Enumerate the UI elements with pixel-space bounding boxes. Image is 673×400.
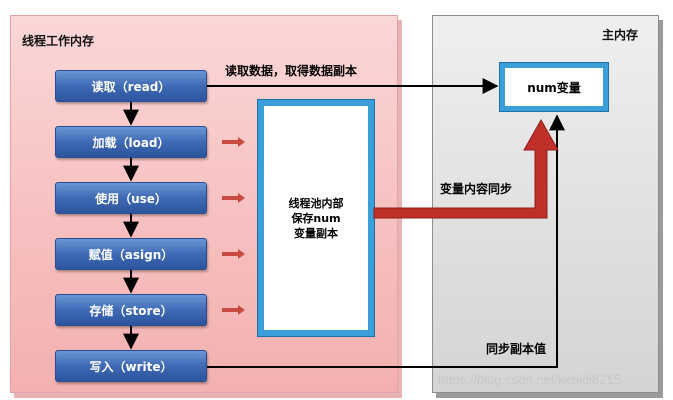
step-use: 使用（use） (55, 182, 207, 214)
variable-copy-box: 线程池内部 保存num 变量副本 (257, 99, 375, 337)
step-read: 读取（read） (55, 70, 207, 102)
red-dash-arrow-use (222, 193, 245, 203)
watermark-text: https://blog.csdn.net/kenidi8215 (438, 372, 621, 387)
step-store: 存储（store） (55, 294, 207, 326)
step-write: 写入（write） (55, 350, 207, 382)
step-load: 加载（load） (55, 126, 207, 158)
read-copy-label: 读取数据，取得数据副本 (225, 64, 358, 78)
sync-copy-value-label: 同步副本值 (486, 342, 547, 356)
sync-content-arrow (373, 118, 559, 219)
write-arrow (207, 114, 565, 368)
main-memory-title: 主内存 (602, 28, 639, 42)
variable-copy-text: 线程池内部 保存num 变量副本 (288, 196, 344, 240)
num-variable-box: num变量 (499, 62, 609, 112)
red-dash-arrow-load (222, 137, 245, 147)
sync-content-label: 变量内容同步 (440, 182, 513, 196)
red-dash-arrow-assign (222, 249, 245, 259)
step-assign: 赋值（asign） (55, 238, 207, 270)
thread-memory-title: 线程工作内存 (22, 34, 95, 48)
red-dash-arrows (222, 137, 245, 315)
red-dash-arrow-store (222, 305, 245, 315)
